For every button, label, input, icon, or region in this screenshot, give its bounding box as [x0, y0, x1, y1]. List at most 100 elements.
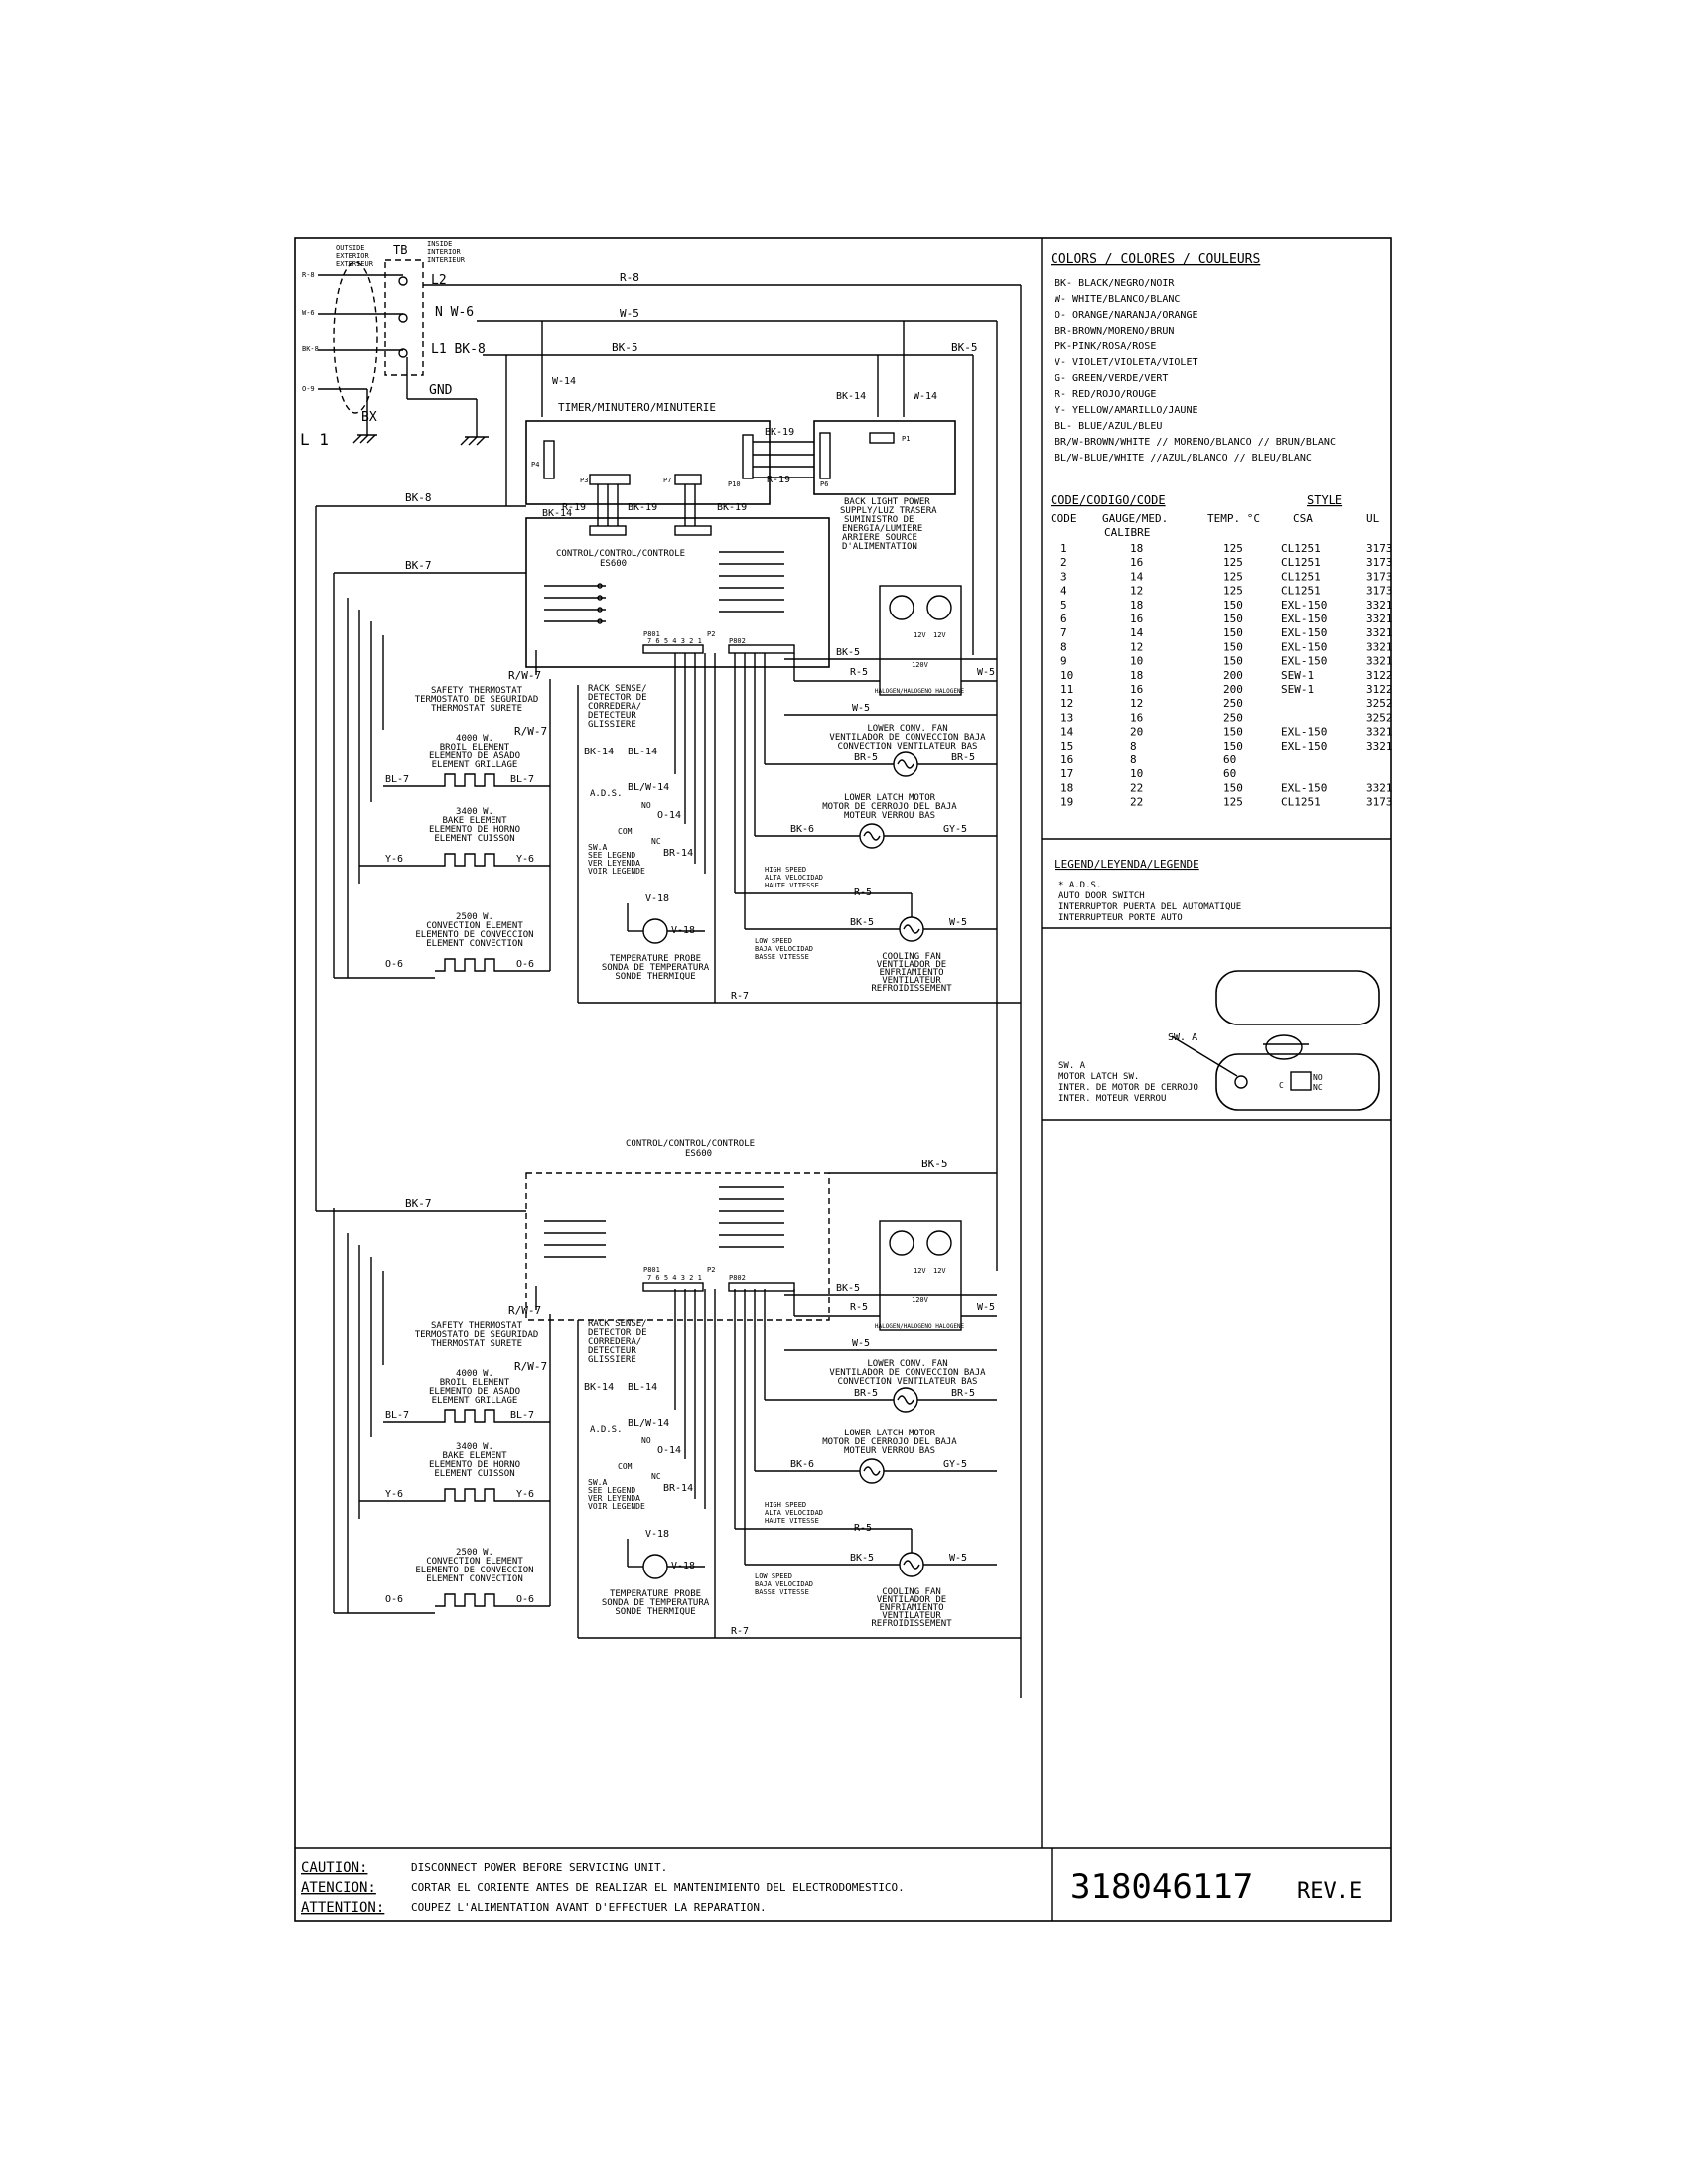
upper-nc: NC: [651, 837, 661, 846]
code-cell: 150: [1223, 626, 1243, 639]
upper-bake-1: BAKE ELEMENT: [442, 816, 507, 826]
upper-v120: 120V: [912, 661, 929, 669]
lower-br5-right: BR-5: [951, 1388, 975, 1399]
lower-safety-thermostat-3: THERMOSTAT SURETE: [431, 1339, 522, 1349]
lower-safety-thermostat-1: SAFETY THERMOSTAT: [431, 1321, 523, 1331]
lower-latch-motor-2: MOTEUR VERROU BAS: [844, 1446, 935, 1456]
code-cell: 16: [1130, 556, 1143, 569]
code-cell: 3: [1060, 570, 1067, 583]
lower-o6-right: O-6: [516, 1594, 534, 1605]
code-cell: EXL-150: [1281, 740, 1327, 752]
lower-bake-1: BAKE ELEMENT: [442, 1451, 507, 1461]
code-cell: 150: [1223, 655, 1243, 668]
lower-com: COM: [618, 1462, 633, 1471]
lower-p801: P801: [643, 1266, 660, 1274]
upper-rack-sense-1: DETECTOR DE: [588, 693, 647, 703]
upper-p801: P801: [643, 630, 660, 638]
upper-bake-0: 3400 W.: [456, 807, 493, 817]
wire-r19-a: R-19: [562, 502, 586, 513]
upper-w5-cooling: W-5: [949, 917, 967, 928]
color-item: BL/W-BLUE/WHITE //AZUL/BLANCO // BLEU/BL…: [1055, 453, 1312, 464]
lower-cooling-fan-1: VENTILADOR DE: [877, 1595, 946, 1605]
cord-ellipse: [333, 261, 378, 414]
upper-rack-sense-4: GLISSIERE: [588, 720, 636, 730]
lower-lower-fan-1: VENTILADOR DE CONVECCION BAJA: [829, 1368, 986, 1378]
upper-pins: 7 6 5 4 3 2 1: [647, 637, 702, 645]
lower-pins: 7 6 5 4 3 2 1: [647, 1274, 702, 1282]
legend-item-1: * A.D.S.: [1058, 881, 1101, 890]
lower-v12-b: 12V: [933, 1267, 946, 1275]
upper-probe-2: SONDE THERMIQUE: [615, 972, 695, 982]
motor-nc: NC: [1313, 1083, 1323, 1092]
lower-bk5-cooling: BK-5: [850, 1553, 874, 1564]
timer-p7: P7: [663, 477, 671, 484]
code-cell: 250: [1223, 697, 1243, 710]
upper-low-speed-2: BASSE VITESSE: [755, 953, 809, 961]
lower-convection-2: ELEMENTO DE CONVECCION: [415, 1566, 533, 1575]
code-cell: 13: [1060, 711, 1073, 724]
terminal-left-3: BK-8: [302, 345, 319, 353]
code-cell: 10: [1060, 669, 1073, 682]
upper-bake-3: ELEMENT CUISSON: [434, 834, 514, 844]
lower-ads: A.D.S.: [590, 1425, 623, 1434]
lower-convection-1: CONVECTION ELEMENT: [426, 1557, 523, 1567]
wire-bk19-b: BK-19: [628, 502, 657, 513]
code-cell: 125: [1223, 796, 1243, 809]
upper-swa-1: SEE LEGEND: [588, 851, 635, 860]
lower-cooling-fan-4: REFROIDISSEMENT: [871, 1619, 952, 1629]
code-cell: 250: [1223, 711, 1243, 724]
o9-label: O-9: [302, 385, 315, 393]
sheet-frame: [294, 237, 1392, 1922]
lower-y6-right: Y-6: [516, 1489, 534, 1500]
lower-lower-fan-0: LOWER CONV. FAN: [867, 1359, 947, 1369]
upper-w5-fan: W-5: [852, 703, 870, 714]
upper-broil-0: 4000 W.: [456, 734, 493, 744]
upper-br5-left: BR-5: [854, 752, 878, 763]
caution-label: CAUTION:: [301, 1860, 367, 1876]
upper-ads: A.D.S.: [590, 789, 623, 799]
code-cell: 125: [1223, 556, 1243, 569]
code-cell: 16: [1130, 711, 1143, 724]
legend-item-3: INTERRUPTOR PUERTA DEL AUTOMATIQUE: [1058, 902, 1241, 912]
lower-bk5-halogen: BK-5: [836, 1283, 860, 1294]
code-cell: 3321: [1366, 599, 1393, 612]
outside-label-3: EXTERIEUR: [336, 260, 374, 268]
upper-br14: BR-14: [663, 848, 693, 859]
lower-low-speed-1: BAJA VELOCIDAD: [755, 1580, 813, 1588]
lower-low-speed-0: LOW SPEED: [755, 1572, 792, 1580]
colors-legend: COLORS / COLORES / COULEURS BK- BLACK/NE…: [1051, 252, 1336, 464]
codes-header-calibre: CALIBRE: [1104, 526, 1150, 539]
code-cell: 14: [1060, 726, 1074, 739]
upper-cooling-fan-1: VENTILADOR DE: [877, 960, 946, 970]
upper-v12-a: 12V: [914, 631, 926, 639]
code-cell: 3173: [1366, 542, 1393, 555]
timer-module: TIMER/MINUTERO/MINUTERIE P4 P3 P7 P10 BK…: [525, 401, 814, 526]
atencion-text: CORTAR EL CORIENTE ANTES DE REALIZAR EL …: [411, 1881, 905, 1894]
code-cell: 1: [1060, 542, 1067, 555]
code-cell: 3122: [1366, 669, 1393, 682]
motor-latch-switch-detail: SW. A NO NC C SW. A MOTOR LATCH SW. INTE…: [1058, 970, 1380, 1111]
codes-heading: CODE/CODIGO/CODE: [1051, 493, 1166, 507]
tb-label: TB: [393, 243, 407, 257]
lower-br5-left: BR-5: [854, 1388, 878, 1399]
upper-r7: R-7: [731, 991, 749, 1002]
terminal-left-1: R-8: [302, 271, 315, 279]
lower-halogen-box: [879, 1220, 962, 1331]
upper-latch-motor-1: MOTOR DE CERROJO DEL BAJA: [822, 802, 957, 812]
upper-bl7-right: BL-7: [510, 774, 534, 785]
lower-probe-0: TEMPERATURE PROBE: [610, 1589, 701, 1599]
wire-bk7: BK-7: [405, 559, 432, 572]
code-cell: CL1251: [1281, 542, 1321, 555]
code-cell: CL1251: [1281, 585, 1321, 598]
upper-bk6: BK-6: [790, 824, 814, 835]
code-cell: 18: [1130, 542, 1143, 555]
upper-lower-fan-2: CONVECTION VENTILATEUR BAS: [838, 742, 978, 751]
codes-header-csa: CSA: [1293, 512, 1313, 525]
upper-relays-right: [719, 551, 784, 613]
lower-control-model: ES600: [685, 1149, 712, 1159]
upper-low-speed-1: BAJA VELOCIDAD: [755, 945, 813, 953]
code-cell: 9: [1060, 655, 1067, 668]
legend-box: LEGEND/LEYENDA/LEGENDE * A.D.S. AUTO DOO…: [1055, 858, 1241, 923]
upper-control-title: CONTROL/CONTROL/CONTROLE: [556, 549, 685, 559]
motor-line-2: MOTOR LATCH SW.: [1058, 1072, 1139, 1082]
